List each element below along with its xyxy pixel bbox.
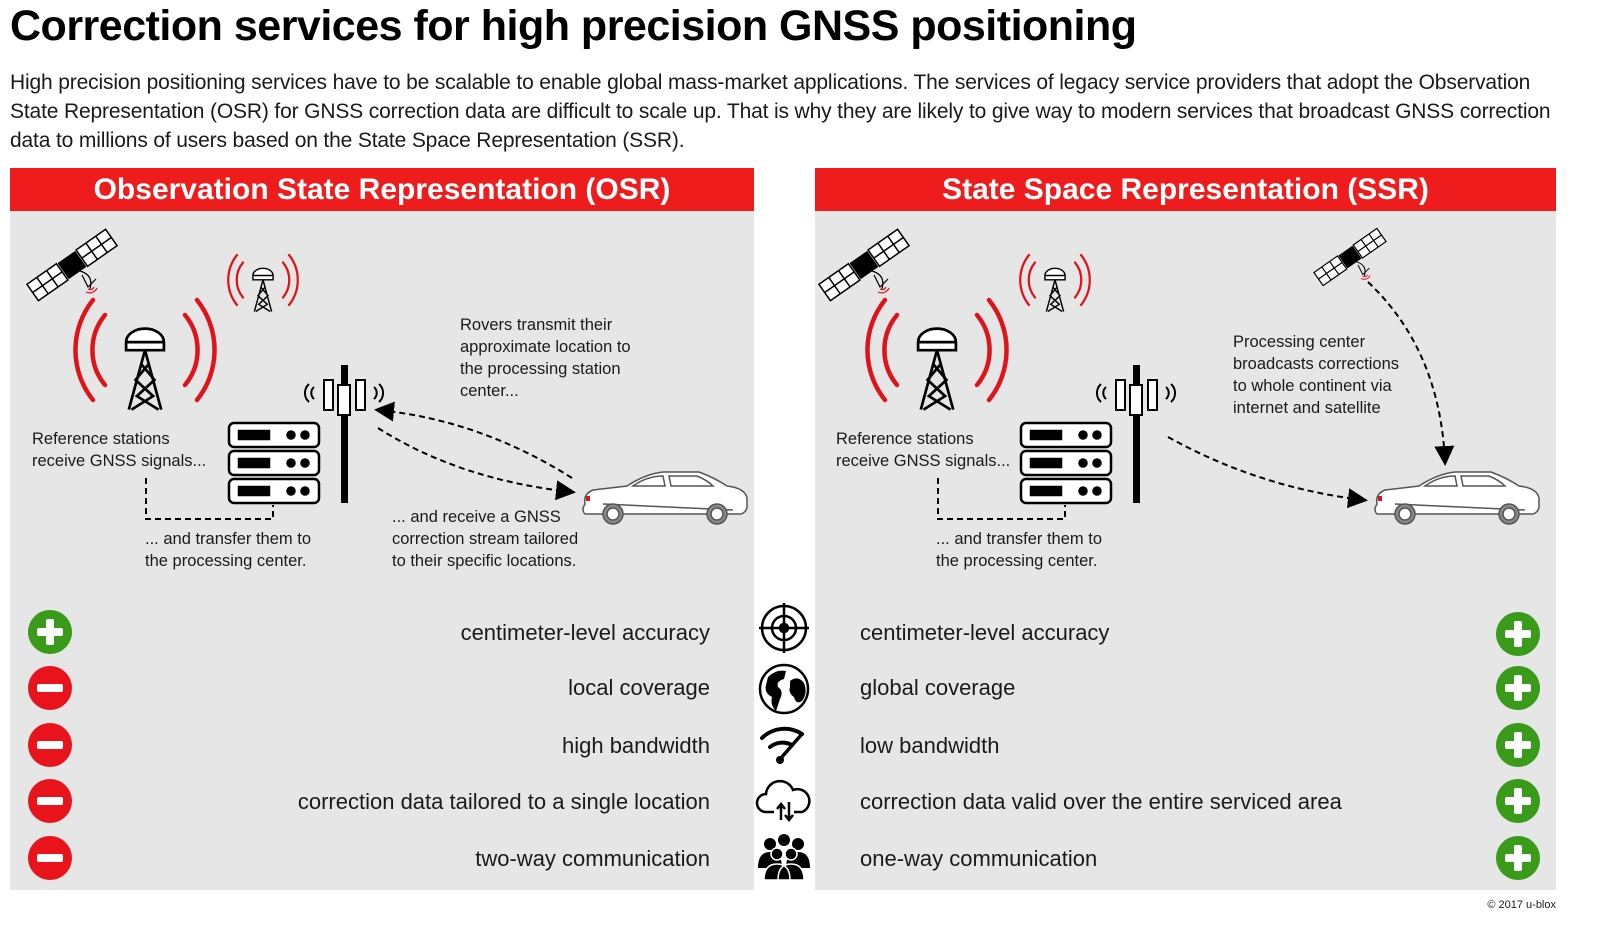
plus-icon (1496, 779, 1540, 823)
crosshair-icon (759, 603, 809, 653)
note-line: center... (460, 382, 519, 400)
note-line: broadcasts corrections (1233, 355, 1399, 373)
ssr-scene (819, 229, 1539, 524)
osr-panel (10, 168, 754, 890)
osr-note-receive: ... and receive a GNSS correction stream … (392, 506, 578, 572)
intro-paragraph: High precision positioning services have… (10, 71, 1551, 152)
ssr-note-transfer: ... and transfer them to the processing c… (936, 528, 1102, 572)
ssr-note-processing: Processing center broadcasts corrections t… (1233, 331, 1399, 419)
broadcast-arrow (1167, 436, 1368, 509)
note-line: Rovers transmit their (460, 316, 613, 334)
note-line: receive GNSS signals... (32, 452, 207, 470)
osr-heading: Observation State Representation (OSR) (10, 168, 754, 211)
ssr-row-coverage: global coverage (860, 675, 1016, 700)
plus-icon (1496, 723, 1540, 767)
osr-row-bandwidth: high bandwidth (561, 733, 710, 758)
copyright: © 2017 u-blox (1487, 899, 1556, 911)
osr-row-coverage: local coverage (568, 675, 710, 700)
ssr-panel (815, 168, 1556, 890)
page-title: Correction services for high precision G… (10, 2, 1137, 50)
note-line: ... and receive a GNSS (392, 508, 561, 526)
cloud-transfer-icon (755, 779, 811, 823)
osr-row-communication: two-way communication (475, 846, 710, 871)
note-line: approximate location to (460, 338, 631, 356)
osr-note-rovers: Rovers transmit their approximate locatio… (460, 314, 631, 402)
note-line: Reference stations (32, 430, 170, 448)
minus-icon (28, 666, 72, 710)
note-line: ... and transfer them to (936, 530, 1102, 548)
note-line: Processing center (1233, 333, 1366, 351)
note-line: to whole continent via (1233, 377, 1392, 395)
plus-icon (1496, 612, 1540, 656)
note-line: Reference stations (836, 430, 974, 448)
satellite-broadcast-arrow (1367, 281, 1455, 466)
osr-row-accuracy: centimeter-level accuracy (460, 620, 710, 645)
note-line: the processing station (460, 360, 621, 378)
plus-icon (1496, 836, 1540, 880)
osr-row-data: correction data tailored to a single loc… (297, 789, 710, 814)
plus-icon (28, 610, 72, 654)
note-line: correction stream tailored (392, 530, 579, 548)
ssr-row-communication: one-way communication (860, 846, 1098, 871)
note-line: internet and satellite (1233, 399, 1381, 417)
ssr-heading: State Space Representation (SSR) (815, 168, 1556, 211)
note-line: the processing center. (145, 552, 307, 570)
osr-scene (27, 229, 747, 524)
minus-icon (28, 836, 72, 880)
osr-note-reference: Reference stations receive GNSS signals..… (32, 428, 206, 472)
satellite-icon (1313, 227, 1387, 287)
ssr-row-data: correction data valid over the entire se… (860, 789, 1342, 814)
globe-icon (758, 663, 810, 715)
minus-icon (28, 779, 72, 823)
minus-icon (28, 723, 72, 767)
note-line: to their specific locations. (392, 552, 577, 570)
ssr-row-bandwidth: low bandwidth (860, 733, 1000, 758)
osr-note-transfer: ... and transfer them to the processing c… (145, 528, 311, 572)
ssr-row-accuracy: centimeter-level accuracy (860, 620, 1110, 645)
note-line: receive GNSS signals... (836, 452, 1011, 470)
users-group-icon (758, 834, 810, 881)
note-line: the processing center. (936, 552, 1098, 570)
uplink-arrow (374, 401, 573, 479)
plus-icon (1496, 666, 1540, 710)
ssr-note-reference: Reference stations receive GNSS signals..… (836, 428, 1010, 472)
bandwidth-gauge-icon (760, 726, 804, 764)
downlink-arrow (377, 427, 576, 501)
note-line: ... and transfer them to (145, 530, 311, 548)
